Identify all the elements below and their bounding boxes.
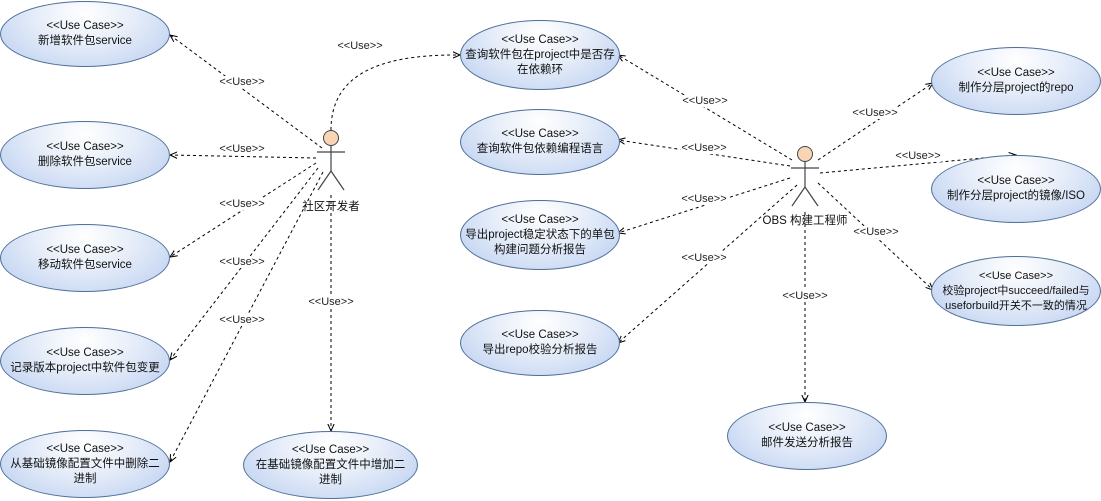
link-label: <<Use>> xyxy=(680,252,728,264)
use-case-uc1[interactable]: <<Use Case>> 新增软件包service xyxy=(0,1,170,67)
link-label: <<Use>> xyxy=(307,296,355,308)
link-obs-uc11[interactable] xyxy=(817,83,933,161)
use-case-stereotype: <<Use Case>> xyxy=(501,33,579,46)
use-case-stereotype: <<Use Case>> xyxy=(977,67,1055,79)
use-case-uc14[interactable]: <<Use Case>> 邮件发送分析报告 xyxy=(727,402,887,470)
link-label: <<Use>> xyxy=(218,76,266,88)
use-case-uc2[interactable]: <<Use Case>> 删除软件包service xyxy=(0,121,170,189)
use-case-uc9[interactable]: <<Use Case>> 导出project稳定状态下的单包 构建问题分析报告 xyxy=(460,200,620,270)
use-case-uc13[interactable]: <<Use Case>> 校验project中succeed/failed与 u… xyxy=(931,256,1101,326)
actor-name-obs: OBS 构建工程师 xyxy=(762,215,848,227)
use-case-name: 制作分层project的镜像/ISO xyxy=(946,190,1086,202)
use-case-stereotype: <<Use Case>> xyxy=(979,269,1053,282)
use-case-stereotype: <<Use Case>> xyxy=(46,141,124,153)
use-case-uc6[interactable]: <<Use Case>> 在基础镜像配置文件中增加二 进制 xyxy=(243,431,418,499)
use-case-uc8[interactable]: <<Use Case>> 查询软件包依赖编程语言 xyxy=(460,109,620,175)
use-case-name: 邮件发送分析报告 xyxy=(761,437,853,449)
use-case-uc10[interactable]: <<Use Case>> 导出repo校验分析报告 xyxy=(460,310,620,376)
use-case-name: 移动软件包service xyxy=(38,259,132,271)
use-case-name: 记录版本project中软件包变更 xyxy=(10,362,160,374)
link-label: <<Use>> xyxy=(336,40,384,52)
use-case-uc7[interactable]: <<Use Case>> 查询软件包在project中是否存 在依赖环 xyxy=(460,20,620,90)
link-dev-uc2[interactable] xyxy=(170,155,317,158)
link-label: <<Use>> xyxy=(680,193,728,205)
link-label: <<Use>> xyxy=(781,290,829,302)
use-case-name: 从基础镜像配置文件中删除二 进制 xyxy=(10,457,160,485)
use-case-stereotype: <<Use Case>> xyxy=(46,244,124,256)
link-label: <<Use>> xyxy=(218,314,266,326)
use-case-stereotype: <<Use Case>> xyxy=(768,422,846,434)
use-case-uc12[interactable]: <<Use Case>> 制作分层project的镜像/ISO xyxy=(931,155,1101,223)
link-dev-uc3[interactable] xyxy=(170,162,317,257)
link-label: <<Use>> xyxy=(894,150,942,162)
use-case-name: 导出repo校验分析报告 xyxy=(482,344,598,356)
use-case-name: 删除软件包service xyxy=(38,156,132,168)
link-dev-uc1[interactable] xyxy=(170,35,323,149)
link-label: <<Use>> xyxy=(218,256,266,268)
use-case-stereotype: <<Use Case>> xyxy=(501,329,579,341)
actor-figure-dev[interactable] xyxy=(317,130,345,191)
link-label: <<Use>> xyxy=(681,95,729,107)
use-case-stereotype: <<Use Case>> xyxy=(46,442,124,455)
link-dev-uc7[interactable] xyxy=(330,55,460,131)
use-case-stereotype: <<Use Case>> xyxy=(501,213,579,226)
link-label: <<Use>> xyxy=(218,143,266,155)
use-case-name: 新增软件包service xyxy=(38,35,132,47)
actor-name-dev: 社区开发者 xyxy=(302,201,360,213)
use-case-name: 在基础镜像配置文件中增加二 进制 xyxy=(255,458,406,486)
link-label: <<Use>> xyxy=(218,198,266,210)
link-obs-uc9[interactable] xyxy=(618,177,791,233)
actor-figure-obs[interactable] xyxy=(791,146,819,207)
use-case-uc5[interactable]: <<Use Case>> 从基础镜像配置文件中删除二 进制 xyxy=(0,430,170,498)
link-label: <<Use>> xyxy=(680,142,728,154)
link-obs-uc10[interactable] xyxy=(618,184,798,343)
use-case-uc11[interactable]: <<Use Case>> 制作分层project的repo xyxy=(931,47,1101,115)
use-case-stereotype: <<Use Case>> xyxy=(977,175,1055,187)
use-case-stereotype: <<Use Case>> xyxy=(46,347,124,359)
use-case-stereotype: <<Use Case>> xyxy=(46,20,124,32)
use-case-uc4[interactable]: <<Use Case>> 记录版本project中软件包变更 xyxy=(0,327,170,395)
use-case-stereotype: <<Use Case>> xyxy=(501,128,579,140)
link-label: <<Use>> xyxy=(851,107,899,119)
use-case-name: 制作分层project的repo xyxy=(958,82,1074,94)
use-case-name: 查询软件包依赖编程语言 xyxy=(476,143,604,155)
link-obs-uc7[interactable] xyxy=(618,55,793,161)
use-case-stereotype: <<Use Case>> xyxy=(291,443,370,456)
use-case-name: 查询软件包在project中是否存 在依赖环 xyxy=(465,48,615,76)
link-label: <<Use>> xyxy=(852,226,900,238)
use-case-name: 导出project稳定状态下的单包 构建问题分析报告 xyxy=(465,228,615,256)
use-case-uc3[interactable]: <<Use Case>> 移动软件包service xyxy=(0,224,170,292)
use-case-name: 校验project中succeed/failed与 useforbuild开关不… xyxy=(942,284,1090,312)
